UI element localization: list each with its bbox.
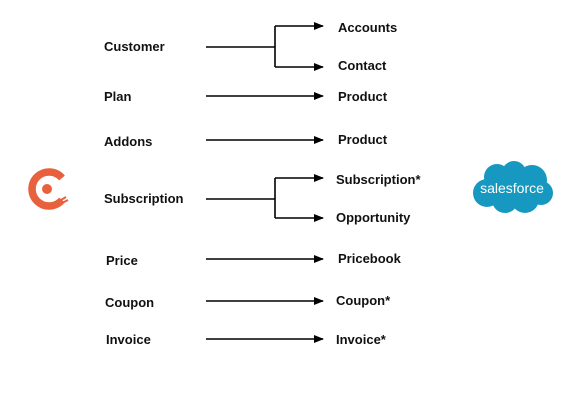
salesforce-wordmark: salesforce: [480, 180, 544, 196]
salesforce-logo: salesforce: [469, 158, 555, 218]
target-coupon: Coupon*: [336, 293, 391, 308]
target-invoice: Invoice*: [336, 332, 386, 347]
target-accounts: Accounts: [338, 20, 398, 35]
target-subscription: Subscription*: [336, 172, 421, 187]
source-price: Price: [106, 253, 138, 268]
target-product-addons: Product: [338, 132, 388, 147]
source-invoice: Invoice: [106, 332, 151, 347]
source-plan: Plan: [104, 89, 132, 104]
source-subscription: Subscription: [104, 191, 184, 206]
target-pricebook: Pricebook: [338, 251, 401, 266]
source-addons: Addons: [104, 134, 153, 149]
target-product-plan: Product: [338, 89, 388, 104]
chargebee-logo-icon: [28, 168, 69, 210]
target-opportunity: Opportunity: [336, 210, 411, 225]
source-coupon: Coupon: [105, 295, 155, 310]
target-contact: Contact: [338, 58, 387, 73]
salesforce-cloud-icon: [473, 161, 553, 213]
source-customer: Customer: [104, 39, 165, 54]
